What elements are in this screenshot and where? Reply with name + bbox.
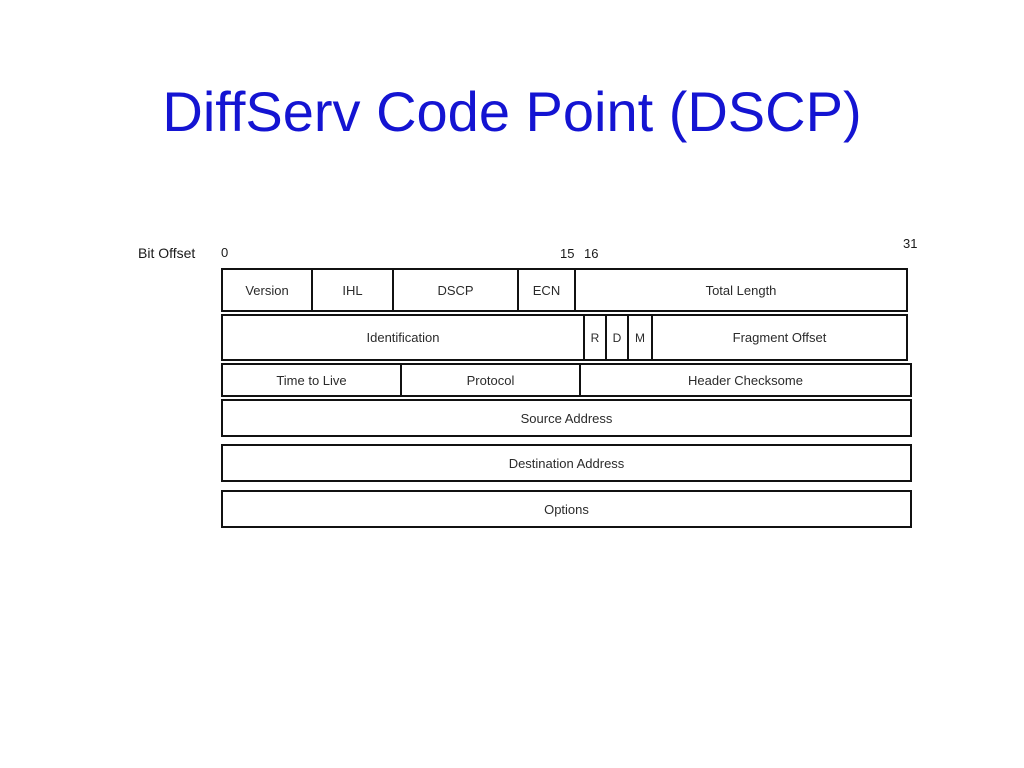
- bit-offset-tick-0: 0: [221, 245, 229, 260]
- header-field-destination-address: Destination Address: [221, 444, 912, 482]
- header-field-time-to-live: Time to Live: [221, 363, 402, 397]
- header-field-version: Version: [221, 268, 313, 312]
- header-field-fragment-offset: Fragment Offset: [651, 314, 908, 361]
- header-field-identification: Identification: [221, 314, 585, 361]
- header-field-r: R: [583, 314, 607, 361]
- bit-offset-caption: Bit Offset: [138, 245, 196, 261]
- header-field-options: Options: [221, 490, 912, 528]
- header-field-ihl: IHL: [311, 268, 394, 312]
- header-field-d: D: [605, 314, 629, 361]
- row-source-address: Source Address: [221, 399, 912, 437]
- bit-offset-tick-16: 16: [584, 246, 599, 261]
- header-field-header-checksome: Header Checksome: [579, 363, 912, 397]
- header-field-ecn: ECN: [517, 268, 576, 312]
- row-destination-address: Destination Address: [221, 444, 912, 482]
- header-field-protocol: Protocol: [400, 363, 581, 397]
- header-field-m: M: [627, 314, 653, 361]
- page-title: DiffServ Code Point (DSCP): [162, 79, 862, 143]
- bit-offset-tick-31: 31: [903, 236, 918, 251]
- header-field-total-length: Total Length: [574, 268, 908, 312]
- header-field-dscp: DSCP: [392, 268, 519, 312]
- header-field-source-address: Source Address: [221, 399, 912, 437]
- bit-offset-tick-15: 15: [560, 246, 575, 261]
- row-options: Options: [221, 490, 912, 528]
